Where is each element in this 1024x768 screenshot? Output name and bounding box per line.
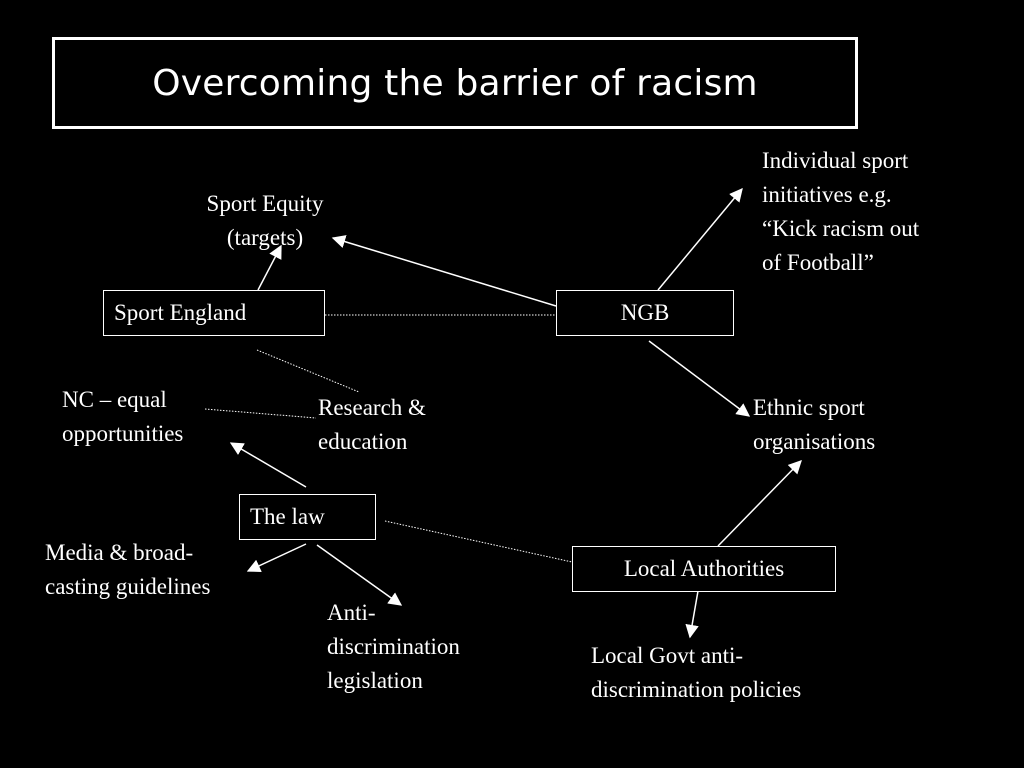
label-line: Anti- (327, 600, 376, 625)
dotted-sport-england-research (256, 349, 360, 393)
label-anti-discrimination: Anti- discrimination legislation (327, 596, 460, 698)
title-box: Overcoming the barrier of racism (52, 37, 858, 129)
arrow-local-to-policies (685, 590, 699, 639)
label-line: NC – equal (62, 387, 167, 412)
node-label: Sport England (114, 300, 247, 325)
arrow-sport-england-to-equity (257, 244, 282, 291)
label-line: Individual sport (762, 148, 909, 173)
node-ngb: NGB (556, 290, 734, 336)
label-line: casting guidelines (45, 574, 211, 599)
arrow-ngb-to-equity (331, 235, 557, 307)
label-line: education (318, 429, 408, 454)
node-the-law: The law (239, 494, 376, 540)
label-line: (targets) (226, 225, 304, 250)
label-nc-equal: NC – equal opportunities (62, 383, 183, 451)
label-individual-initiatives: Individual sport initiatives e.g. “Kick … (762, 144, 919, 280)
label-line: “Kick racism out (762, 216, 920, 241)
label-ethnic-orgs: Ethnic sport organisations (753, 391, 875, 459)
label-line: legislation (327, 668, 423, 693)
node-label: NGB (620, 300, 670, 325)
label-line: initiatives e.g. (762, 182, 892, 207)
dotted-law-local (384, 520, 573, 563)
label-line: discrimination (327, 634, 460, 659)
label-sport-equity: Sport Equity (targets) (185, 187, 345, 255)
label-line: Local Govt anti- (591, 643, 744, 668)
node-label: The law (250, 504, 325, 529)
label-line: Ethnic sport (753, 395, 865, 420)
arrow-ngb-to-initiatives (657, 187, 743, 291)
node-label: Local Authorities (623, 556, 785, 581)
arrow-local-to-ethnic (717, 460, 802, 547)
arrow-law-to-legislation (316, 544, 403, 606)
label-line: opportunities (62, 421, 184, 446)
label-line: organisations (753, 429, 876, 454)
label-line: Research & (318, 395, 426, 420)
dotted-nc-research (204, 408, 317, 419)
arrow-ngb-to-ethnic (648, 340, 751, 417)
arrow-law-to-nc (229, 442, 307, 488)
node-sport-england: Sport England (103, 290, 325, 336)
label-media: Media & broad- casting guidelines (45, 536, 210, 604)
label-research: Research & education (318, 391, 426, 459)
label-line: Sport Equity (206, 191, 324, 216)
label-line: Media & broad- (45, 540, 194, 565)
label-line: of Football” (762, 250, 874, 275)
slide-title: Overcoming the barrier of racism (152, 62, 758, 104)
label-local-govt: Local Govt anti- discrimination policies (591, 639, 801, 707)
node-local-authorities: Local Authorities (572, 546, 836, 592)
label-line: discrimination policies (591, 677, 802, 702)
arrow-law-to-media (246, 543, 307, 572)
